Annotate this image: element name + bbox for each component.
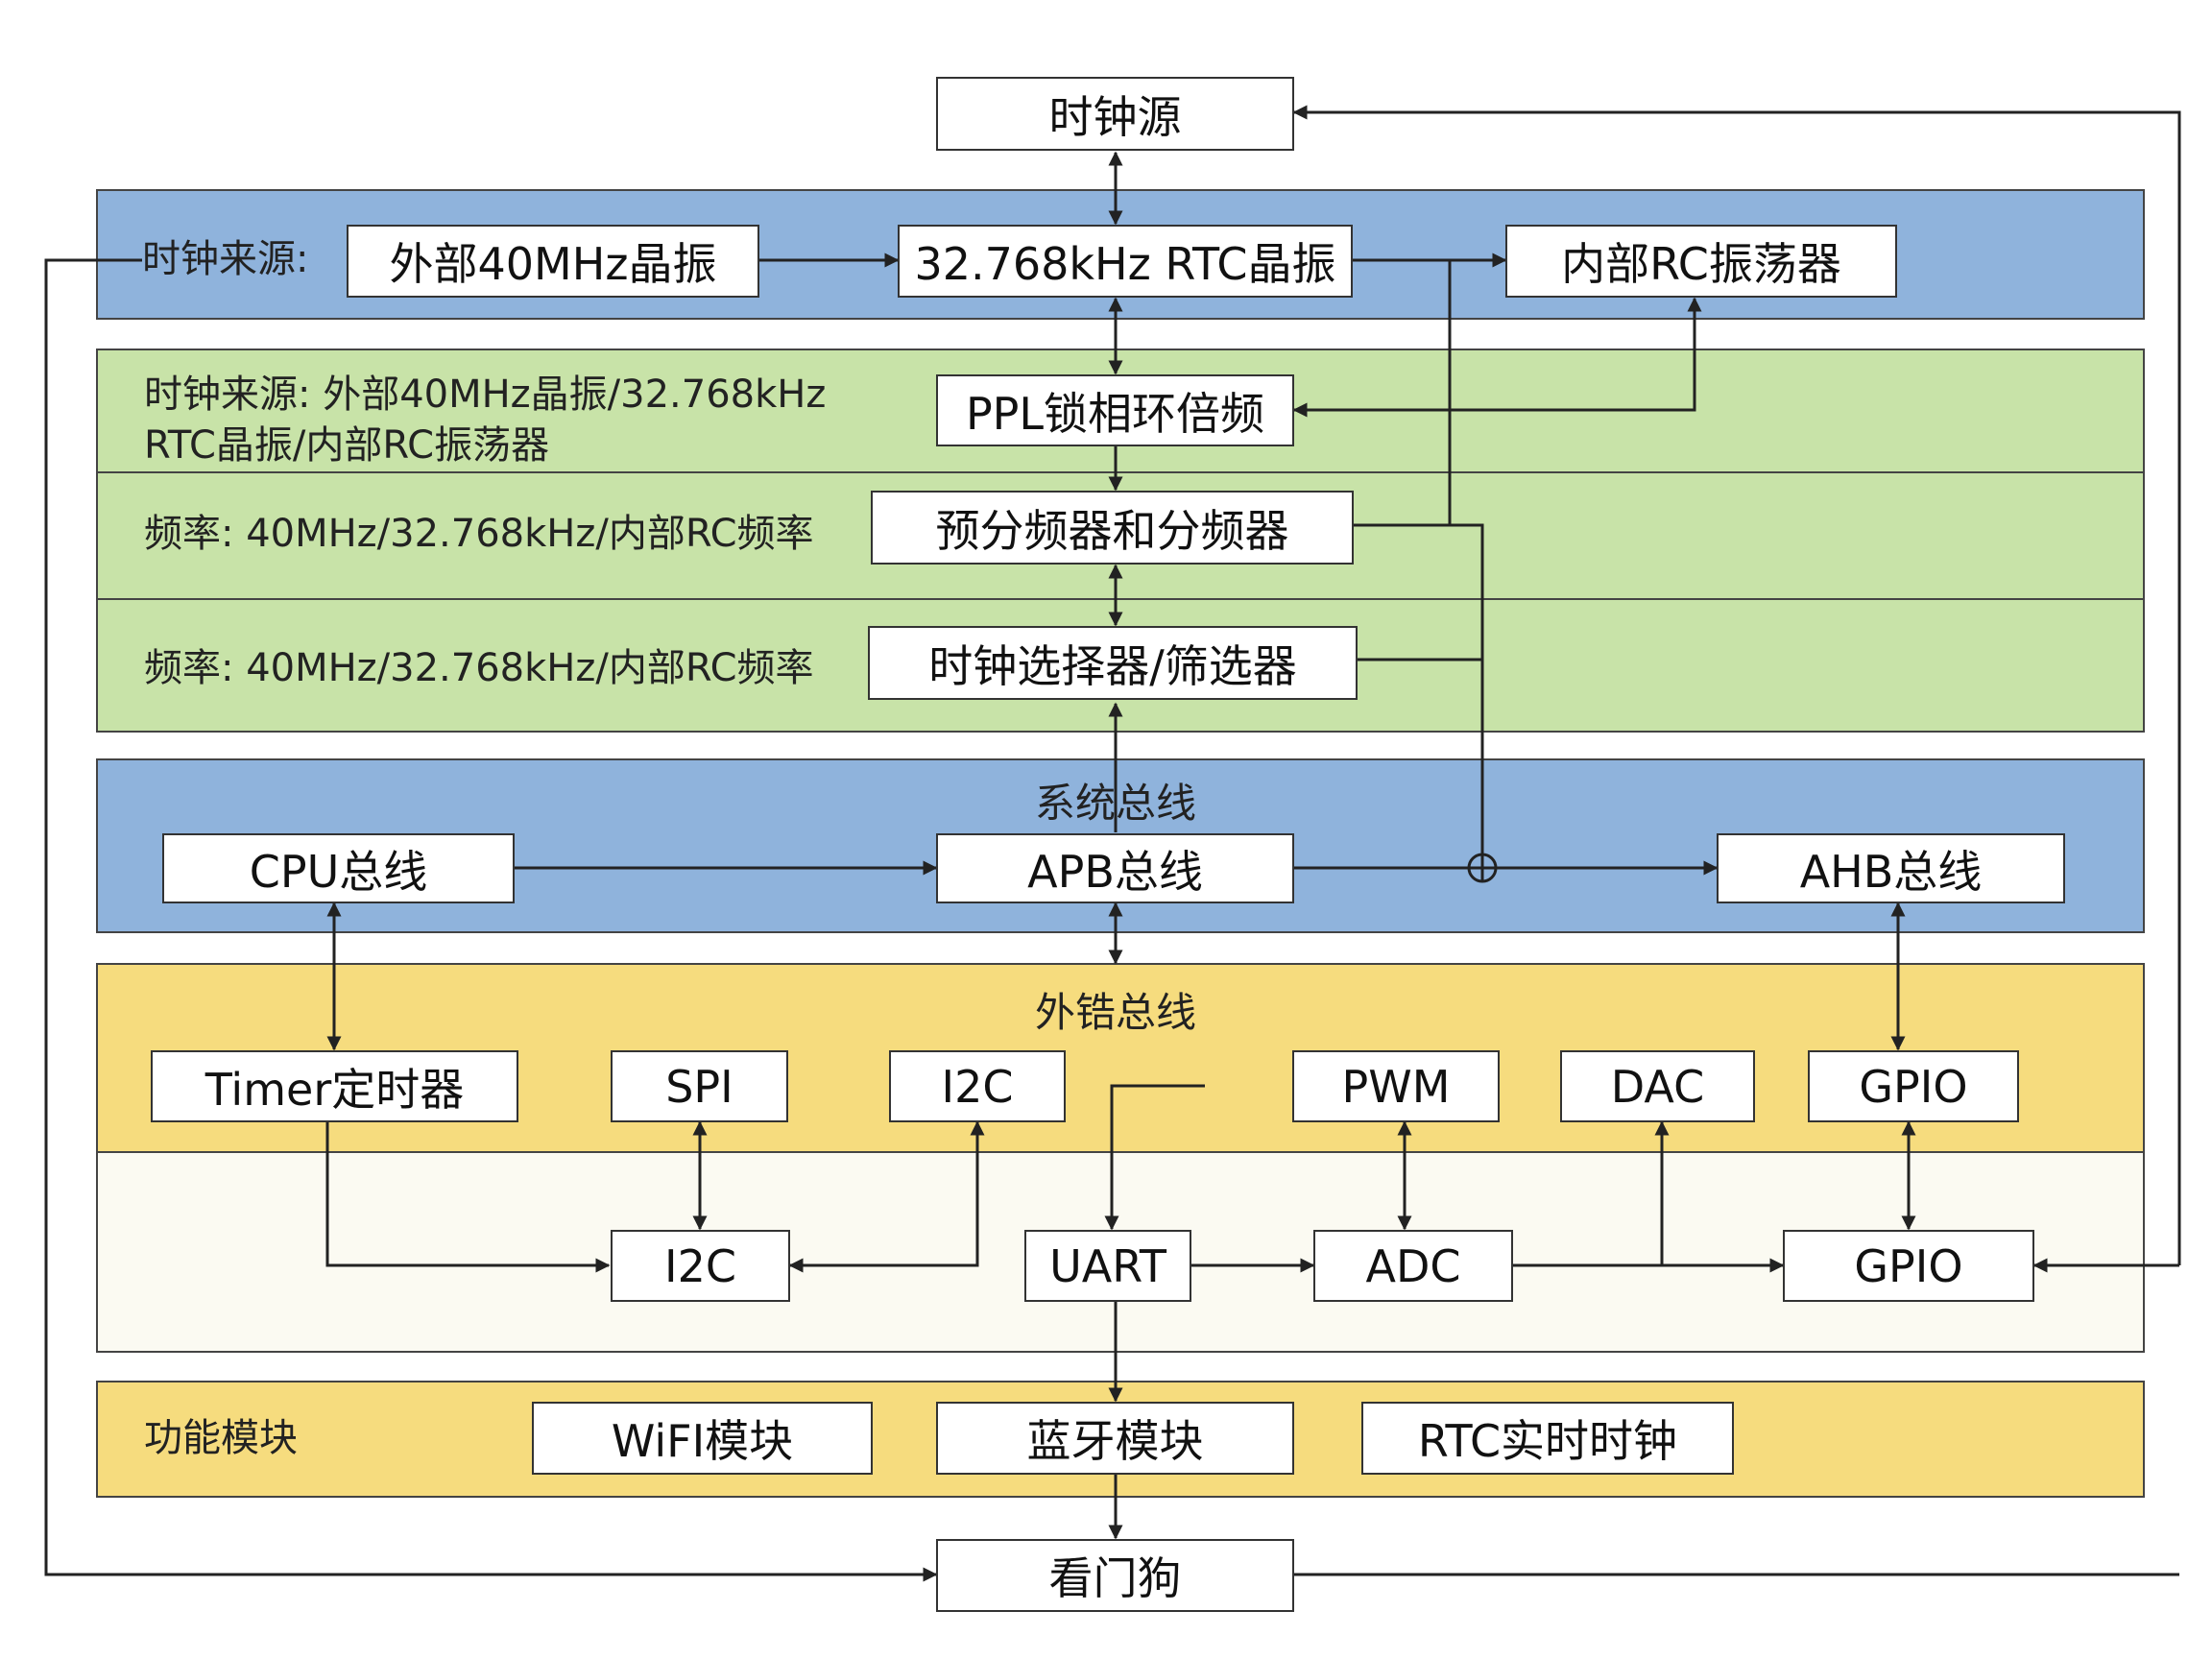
selector-box: 时钟选择器/筛选器 xyxy=(868,626,1358,700)
wire-stub-uart xyxy=(1104,1084,1205,1231)
bluetooth-box: 蓝牙模块 xyxy=(936,1402,1294,1475)
label-pll-sources-2: RTC晶振/内部RC振荡器 xyxy=(144,423,550,468)
gpio-bottom-box: GPIO xyxy=(1783,1230,2034,1302)
wire-intrc-pll xyxy=(1292,297,1702,418)
dac-box: DAC xyxy=(1560,1050,1755,1122)
label-freq-row1: 频率: 40MHz/32.768kHz/内部RC频率 xyxy=(144,512,814,556)
spi-box: SPI xyxy=(611,1050,788,1122)
uart-box: UART xyxy=(1024,1230,1191,1302)
apb-bus-box: APB总线 xyxy=(936,833,1294,903)
label-pll-sources-1: 时钟来源: 外部40MHz晶振/32.768kHz xyxy=(144,373,827,417)
ext-xtal-box: 外部40MHz晶振 xyxy=(347,225,759,298)
adc-box: ADC xyxy=(1313,1230,1513,1302)
rtc-xtal-box: 32.768kHz RTC晶振 xyxy=(898,225,1353,298)
pll-box: PPL锁相环倍频 xyxy=(936,374,1294,446)
wire-right-loop-top xyxy=(1292,105,2181,1265)
ahb-bus-box: AHB总线 xyxy=(1717,833,2065,903)
i2c-bottom-box: I2C xyxy=(611,1230,790,1302)
label-system-bus: 系统总线 xyxy=(1034,780,1197,827)
wire-timer-i2c xyxy=(325,1122,611,1273)
clock-source-box: 时钟源 xyxy=(936,77,1294,151)
label-function-modules: 功能模块 xyxy=(144,1416,298,1460)
rtc-clock-box: RTC实时时钟 xyxy=(1361,1402,1734,1475)
wire-i2c-i2c xyxy=(788,1120,985,1273)
watchdog-box: 看门狗 xyxy=(936,1539,1294,1612)
cpu-bus-box: CPU总线 xyxy=(162,833,515,903)
gpio-top-box: GPIO xyxy=(1808,1050,2019,1122)
timer-box: Timer定时器 xyxy=(151,1050,518,1122)
wifi-box: WiFI模块 xyxy=(532,1402,873,1475)
wire-prescaler-junction xyxy=(1450,523,1484,868)
int-rc-box: 内部RC振荡器 xyxy=(1505,225,1897,298)
prescaler-box: 预分频器和分频器 xyxy=(871,491,1354,565)
wire-left-loop xyxy=(44,258,938,1582)
i2c-top-box: I2C xyxy=(889,1050,1066,1122)
label-freq-row2: 频率: 40MHz/32.768kHz/内部RC频率 xyxy=(144,646,814,690)
wire-rtc-prescaler xyxy=(1354,260,1452,527)
label-peripheral-bus: 外锆总线 xyxy=(1034,989,1197,1036)
pwm-box: PWM xyxy=(1292,1050,1500,1122)
label-clock-sources: 时钟来源: xyxy=(142,237,309,281)
